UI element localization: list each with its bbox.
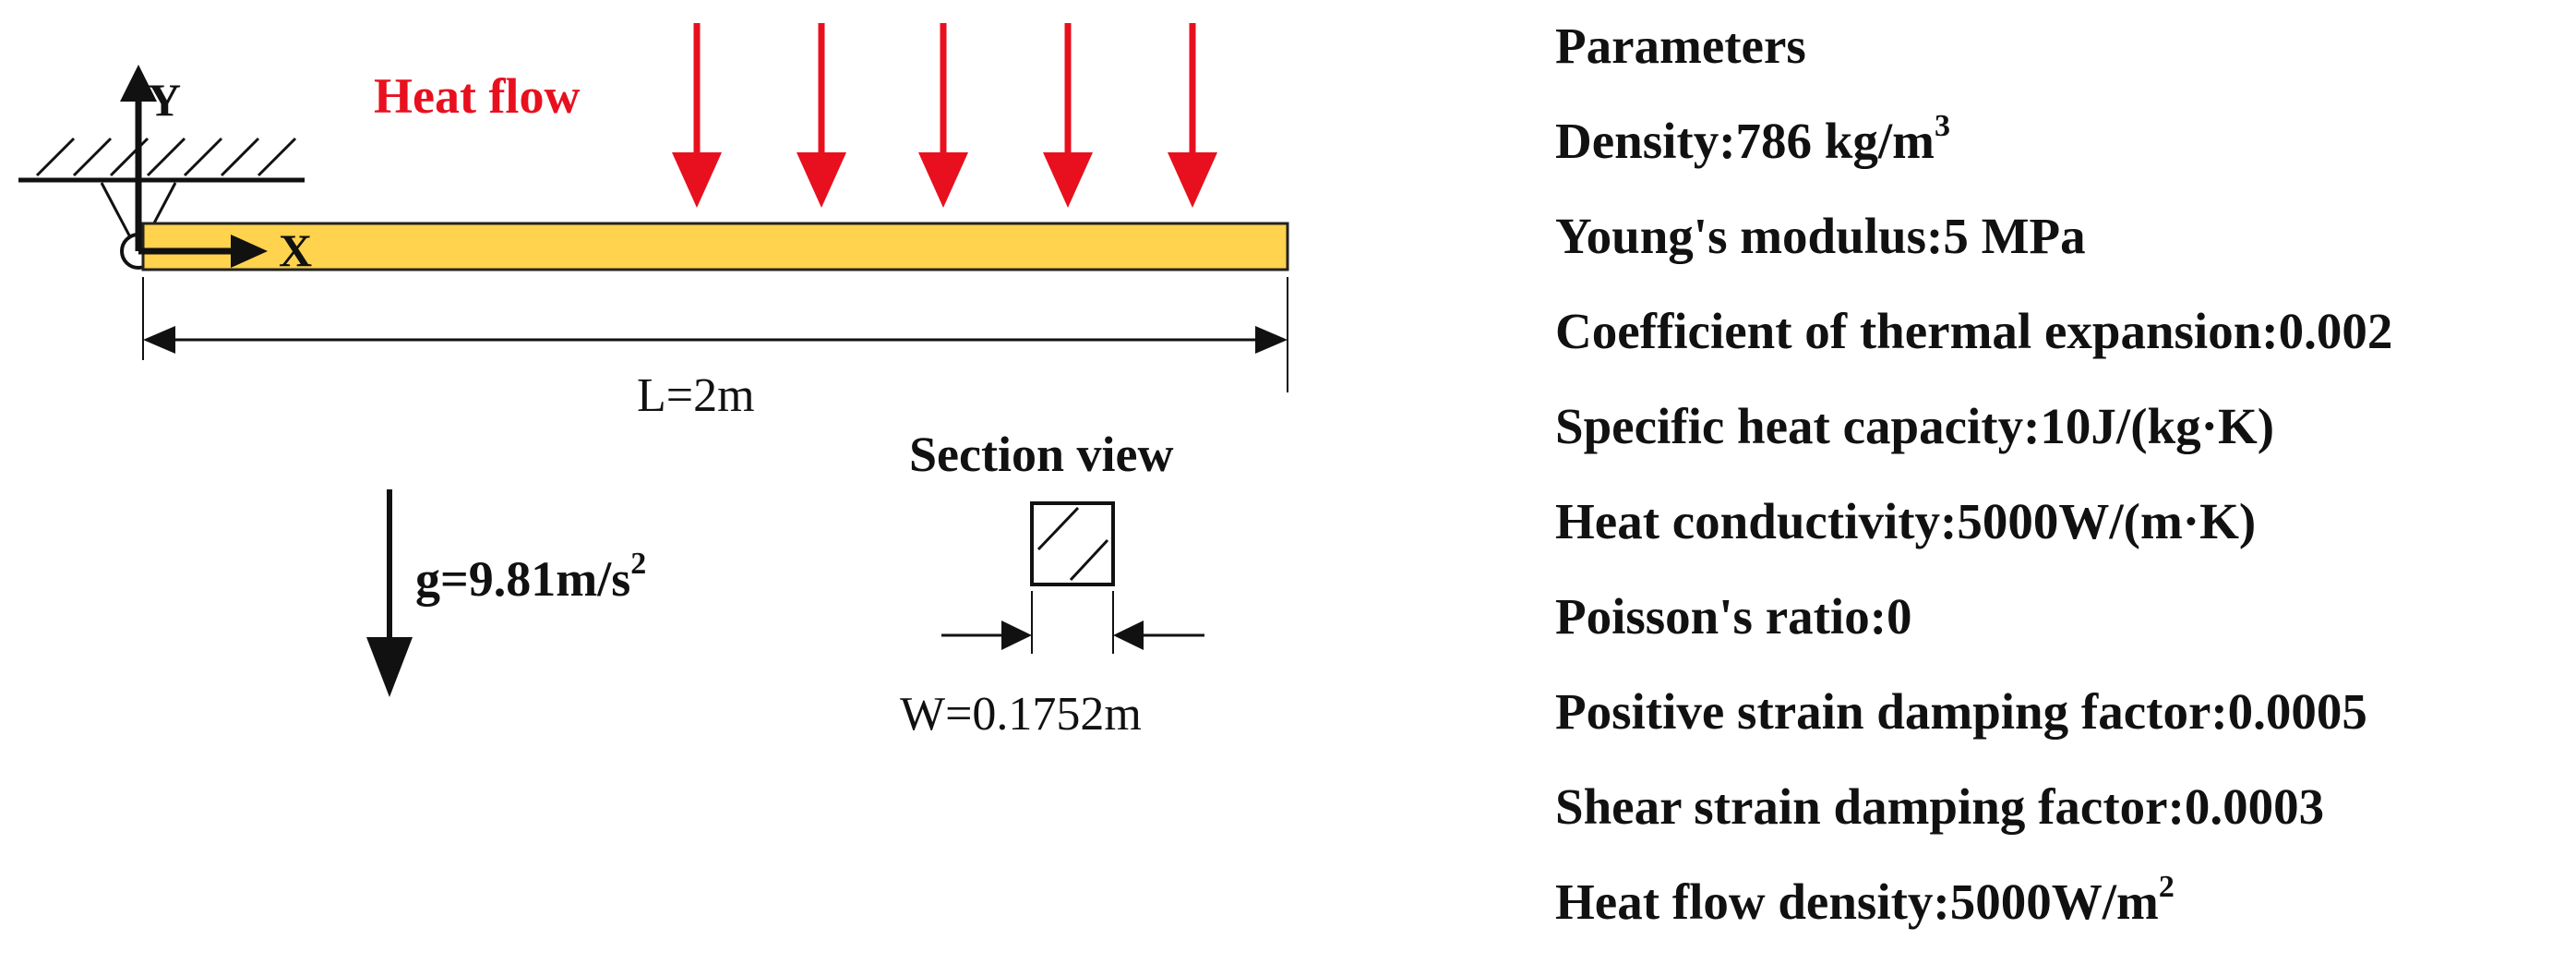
param-shear-strain-damping: Shear strain damping factor:0.0003	[1555, 778, 2325, 835]
coordinate-axes	[120, 65, 268, 268]
beam	[141, 222, 1289, 271]
axis-y-label: Y	[148, 74, 181, 126]
parameters-panel: Parameters Density:786 kg/m3 Young's mod…	[1555, 0, 2570, 964]
heat-arrow	[672, 23, 722, 208]
param-poissons-ratio: Poisson's ratio:0	[1555, 588, 1912, 645]
heat-arrow	[918, 23, 968, 208]
section-view-label: Section view	[909, 427, 1173, 482]
section-square	[1030, 501, 1115, 586]
param-heat-flow-density: Heat flow density:5000W/m2	[1555, 870, 2175, 930]
parameters-title: Parameters	[1555, 18, 1806, 74]
param-youngs-modulus: Young's modulus:5 MPa	[1555, 208, 2086, 264]
heat-arrow	[797, 23, 846, 208]
heat-arrow	[1168, 23, 1217, 208]
width-label: W=0.1752m	[900, 688, 1142, 741]
heat-arrow	[1043, 23, 1093, 208]
param-heat-conductivity: Heat conductivity:5000W/(m·K)	[1555, 493, 2257, 549]
length-label: L=2m	[637, 369, 755, 422]
beam-diagram: Y X Heat flow L=2m	[18, 23, 1289, 741]
param-density: Density:786 kg/m3	[1555, 109, 1950, 169]
heat-flow-arrows	[672, 23, 1217, 208]
width-dimension	[941, 591, 1204, 654]
gravity-label: g=9.81m/s2	[415, 547, 646, 607]
axis-x-label: X	[279, 224, 312, 276]
heat-flow-label: Heat flow	[374, 68, 580, 124]
param-positive-strain-damping: Positive strain damping factor:0.0005	[1555, 683, 2367, 740]
gravity-arrow	[366, 489, 413, 697]
param-thermal-expansion: Coefficient of thermal expansion:0.002	[1555, 303, 2393, 359]
param-specific-heat: Specific heat capacity:10J/(kg·K)	[1555, 398, 2275, 454]
length-dimension	[142, 277, 1288, 392]
